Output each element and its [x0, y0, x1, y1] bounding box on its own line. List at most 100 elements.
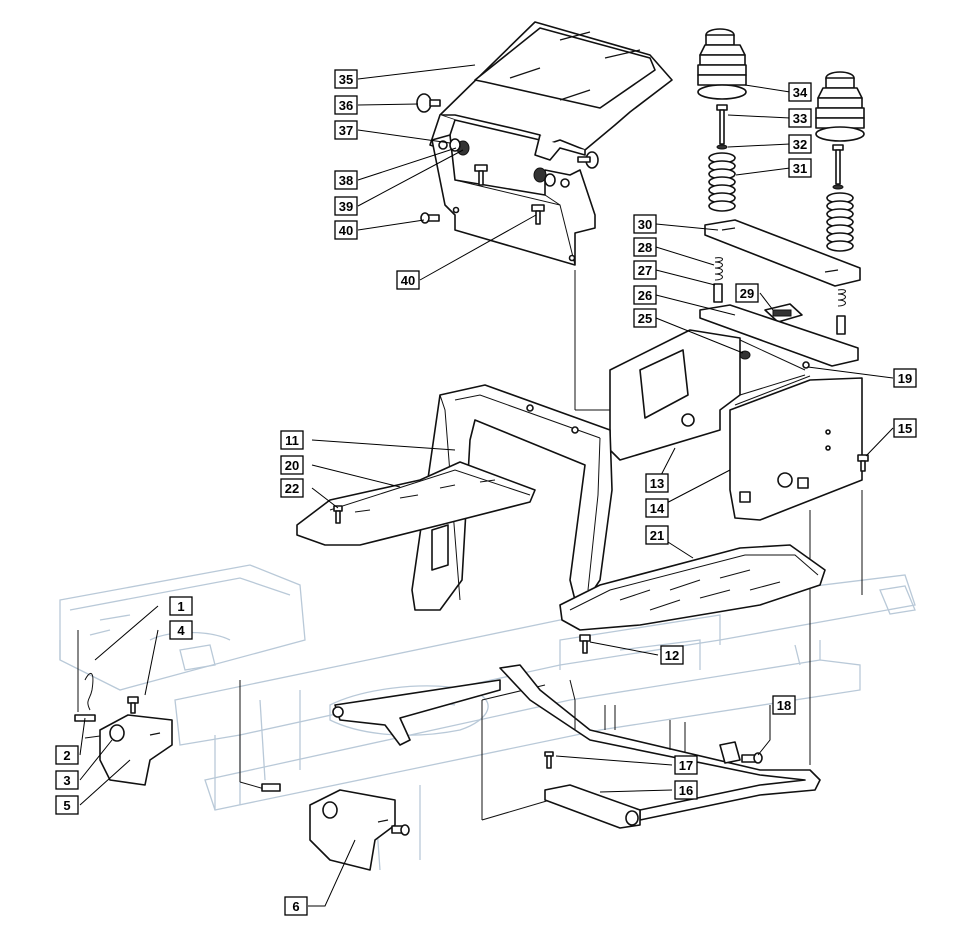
- callout-number: 6: [292, 899, 299, 914]
- seat-part-35: [429, 21, 673, 161]
- callout-box: [396, 270, 420, 290]
- callout-number: 40: [339, 223, 353, 238]
- callout-box: [674, 780, 698, 800]
- callout-number: 14: [650, 501, 665, 516]
- callout-box: [284, 896, 308, 916]
- callout-box: [334, 170, 358, 190]
- callout-number: 39: [339, 199, 353, 214]
- callout-box: [169, 596, 193, 616]
- callout-12: 12: [660, 645, 684, 665]
- callout-box: [334, 196, 358, 216]
- callout-2: 2: [55, 745, 79, 765]
- callout-29: 29: [735, 283, 759, 303]
- callout-40: 40: [334, 220, 358, 240]
- callout-box: [633, 285, 657, 305]
- callout-38: 38: [334, 170, 358, 190]
- callout-box: [645, 498, 669, 518]
- callout-box: [633, 260, 657, 280]
- callout-box: [633, 214, 657, 234]
- coil-spring-left: [708, 152, 736, 212]
- callout-30: 30: [633, 214, 657, 234]
- callout-number: 29: [740, 286, 754, 301]
- coil-spring-right: [826, 192, 854, 252]
- callout-box: [735, 283, 759, 303]
- callout-number: 25: [638, 311, 652, 326]
- callout-box: [660, 645, 684, 665]
- callout-4: 4: [169, 620, 193, 640]
- rear-body-13-14: [609, 329, 869, 521]
- callout-number: 36: [339, 98, 353, 113]
- callout-box: [334, 69, 358, 89]
- callout-box: [788, 158, 812, 178]
- callout-number: 19: [898, 371, 912, 386]
- callout-number: 33: [793, 111, 807, 126]
- callout-number: 17: [679, 758, 693, 773]
- callout-number: 21: [650, 528, 664, 543]
- callout-19: 19: [893, 368, 917, 388]
- callout-27: 27: [633, 260, 657, 280]
- callout-box: [334, 120, 358, 140]
- footrest-left-20: [296, 461, 536, 546]
- callout-22: 22: [280, 478, 304, 498]
- upper-plate-30: [704, 219, 861, 287]
- callout-number: 11: [285, 433, 299, 448]
- callout-box: [334, 95, 358, 115]
- callout-number: 26: [638, 288, 652, 303]
- callout-box: [788, 82, 812, 102]
- callout-35: 35: [334, 69, 358, 89]
- callout-box: [280, 430, 304, 450]
- callout-40: 40: [396, 270, 420, 290]
- callout-number: 3: [63, 773, 70, 788]
- callout-number: 32: [793, 137, 807, 152]
- seat-suspension-springs: [697, 28, 865, 252]
- callout-number: 4: [177, 623, 185, 638]
- callout-box: [893, 418, 917, 438]
- bracket-6: [261, 783, 410, 871]
- callout-box: [55, 770, 79, 790]
- callout-box: [772, 695, 796, 715]
- callout-3: 3: [55, 770, 79, 790]
- callout-5: 5: [55, 795, 79, 815]
- callout-number: 16: [679, 783, 693, 798]
- callout-17: 17: [674, 755, 698, 775]
- callout-number: 28: [638, 240, 652, 255]
- callout-box: [55, 745, 79, 765]
- callout-number: 40: [401, 273, 415, 288]
- callout-28: 28: [633, 237, 657, 257]
- callout-box: [633, 308, 657, 328]
- callout-box: [280, 478, 304, 498]
- callout-number: 22: [285, 481, 299, 496]
- callout-25: 25: [633, 308, 657, 328]
- callout-number: 12: [665, 648, 679, 663]
- callout-13: 13: [645, 473, 669, 493]
- callout-31: 31: [788, 158, 812, 178]
- callout-box: [633, 237, 657, 257]
- bracket-hardware: [416, 93, 599, 225]
- callout-number: 20: [285, 458, 299, 473]
- callout-11: 11: [280, 430, 304, 450]
- callout-15: 15: [893, 418, 917, 438]
- callout-box: [788, 108, 812, 128]
- seat-bracket: [431, 134, 596, 266]
- callout-36: 36: [334, 95, 358, 115]
- callout-number: 38: [339, 173, 353, 188]
- callout-number: 34: [793, 85, 808, 100]
- callout-leaders: [79, 64, 894, 907]
- callout-number: 15: [898, 421, 912, 436]
- callout-labels: 1234561112131415161718192021222526272829…: [55, 69, 917, 916]
- callout-18: 18: [772, 695, 796, 715]
- callout-6: 6: [284, 896, 308, 916]
- callout-26: 26: [633, 285, 657, 305]
- callout-box: [645, 473, 669, 493]
- callout-box: [280, 455, 304, 475]
- callout-20: 20: [280, 455, 304, 475]
- assembly-lines: [77, 185, 863, 821]
- callout-number: 1: [177, 599, 184, 614]
- callout-33: 33: [788, 108, 812, 128]
- callout-number: 27: [638, 263, 652, 278]
- seat-frame-11: [411, 384, 613, 611]
- callout-21: 21: [645, 525, 669, 545]
- lower-suspension: [699, 257, 859, 369]
- callout-37: 37: [334, 120, 358, 140]
- callout-box: [893, 368, 917, 388]
